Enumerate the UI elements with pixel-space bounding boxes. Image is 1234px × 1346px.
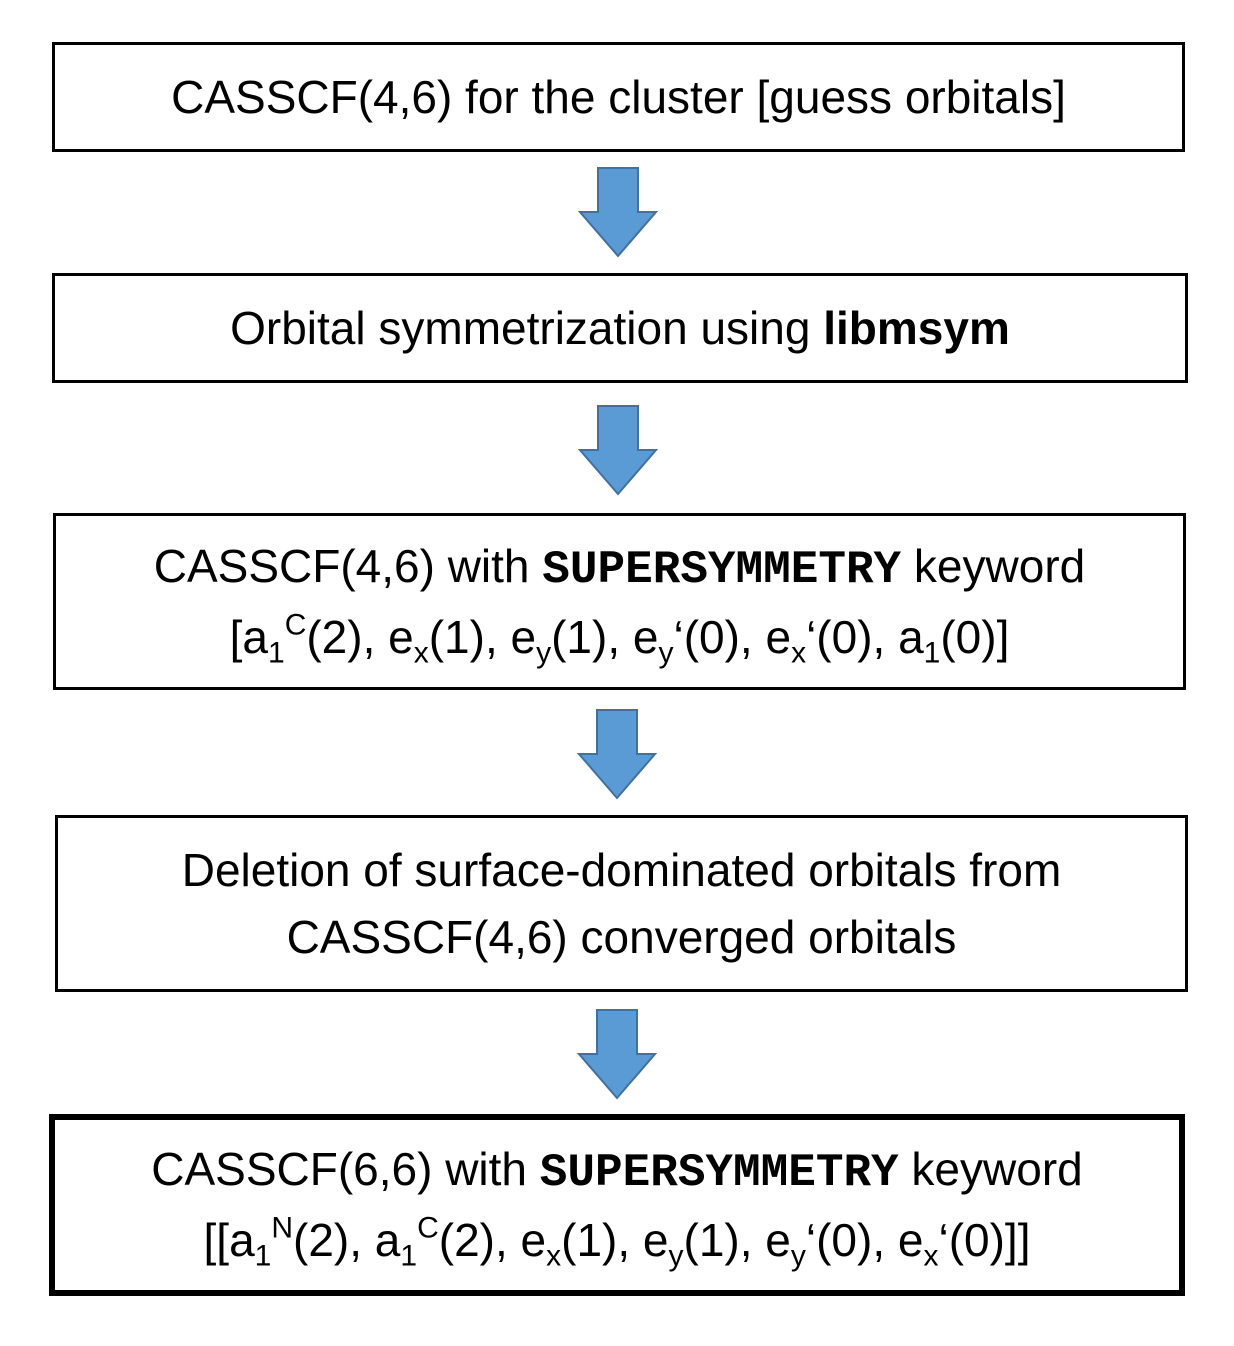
down-arrow-1-icon bbox=[578, 167, 658, 258]
supersymmetry-keyword: SUPERSYMMETRY bbox=[542, 543, 902, 596]
down-arrow-1-shape bbox=[578, 167, 658, 258]
orbital-text: (2), e bbox=[438, 1214, 547, 1266]
down-arrow-4-shape bbox=[577, 1009, 657, 1100]
orbital-text: ‘(0), a bbox=[806, 610, 924, 663]
orbital-text: ‘(0)]] bbox=[938, 1214, 1031, 1266]
orbital-text: [a bbox=[229, 610, 268, 663]
subscript: y bbox=[536, 636, 552, 670]
subscript: y bbox=[668, 1239, 684, 1273]
orbital-text: (1), e bbox=[428, 610, 537, 663]
down-arrow-3-shape bbox=[577, 709, 657, 800]
subscript: x bbox=[791, 636, 807, 670]
step-5-line-2: [[a1N(2), a1C(2), ex(1), ey(1), ey‘(0), … bbox=[204, 1207, 1031, 1274]
subscript: 1 bbox=[254, 1239, 272, 1273]
down-arrow-3-icon bbox=[577, 709, 657, 800]
step-5-line-1: CASSCF(6,6) with SUPERSYMMETRY keyword bbox=[151, 1136, 1082, 1207]
down-arrow-2-icon bbox=[578, 405, 658, 496]
step-3-pre: CASSCF(4,6) with bbox=[153, 539, 543, 592]
orbital-text: (1), e bbox=[683, 1214, 791, 1266]
subscript: x bbox=[546, 1239, 562, 1273]
step-3-box: CASSCF(4,6) with SUPERSYMMETRY keyword [… bbox=[53, 513, 1186, 690]
orbital-text: (0)] bbox=[940, 610, 1010, 663]
subscript: x bbox=[923, 1239, 939, 1273]
superscript: N bbox=[271, 1211, 294, 1245]
step-5-box: CASSCF(6,6) with SUPERSYMMETRY keyword [… bbox=[49, 1114, 1185, 1296]
orbital-text: (1), e bbox=[561, 1214, 669, 1266]
libmsym-label: libmsym bbox=[823, 301, 1010, 354]
orbital-text: (2), a bbox=[293, 1214, 401, 1266]
down-arrow-4-icon bbox=[577, 1009, 657, 1100]
subscript: y bbox=[658, 636, 674, 670]
orbital-text: (2), e bbox=[306, 610, 414, 663]
orbital-text: (1), e bbox=[551, 610, 659, 663]
subscript: x bbox=[413, 636, 429, 670]
step-5-post: keyword bbox=[898, 1143, 1083, 1195]
step-1-text: CASSCF(4,6) for the cluster [guess orbit… bbox=[171, 70, 1066, 123]
step-3-line-1: CASSCF(4,6) with SUPERSYMMETRY keyword bbox=[154, 533, 1085, 604]
orbital-text: ‘(0), e bbox=[673, 610, 792, 663]
supersymmetry-keyword: SUPERSYMMETRY bbox=[539, 1147, 899, 1199]
step-2-prefix: Orbital symmetrization using bbox=[230, 301, 824, 354]
step-3-post: keyword bbox=[901, 539, 1086, 592]
orbital-text: ‘(0), e bbox=[805, 1214, 924, 1266]
step-5-pre: CASSCF(6,6) with bbox=[151, 1143, 540, 1195]
superscript: C bbox=[417, 1211, 439, 1245]
step-3-line-2: [a1C(2), ex(1), ey(1), ey‘(0), ex‘(0), a… bbox=[230, 604, 1010, 671]
step-2-box: Orbital symmetrization using libmsym bbox=[52, 273, 1188, 383]
step-4-line-2: CASSCF(4,6) converged orbitals bbox=[286, 910, 957, 963]
step-1-box: CASSCF(4,6) for the cluster [guess orbit… bbox=[52, 42, 1185, 152]
subscript: y bbox=[790, 1239, 806, 1273]
orbital-text: [[a bbox=[203, 1214, 255, 1266]
step-2-text: Orbital symmetrization using libmsym bbox=[230, 295, 1010, 362]
superscript: C bbox=[284, 607, 307, 641]
subscript: 1 bbox=[923, 636, 941, 670]
step-4-box: Deletion of surface-dominated orbitals f… bbox=[55, 815, 1188, 992]
step-4-line-1: Deletion of surface-dominated orbitals f… bbox=[181, 843, 1062, 896]
subscript: 1 bbox=[400, 1239, 418, 1273]
subscript: 1 bbox=[268, 636, 285, 670]
down-arrow-2-shape bbox=[578, 405, 658, 496]
